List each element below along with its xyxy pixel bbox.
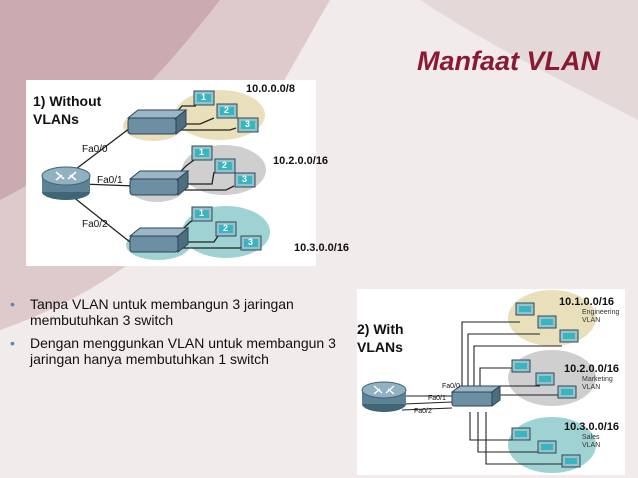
network-label: 10.2.0.0/16 [273, 155, 329, 167]
switch-icon [128, 169, 190, 197]
port-label: Fa0/2 [82, 219, 108, 230]
host-number: 1 [199, 147, 205, 157]
slide-title: Manfaat VLAN [416, 46, 600, 76]
host-number: 2 [223, 223, 229, 233]
host-number: 3 [248, 237, 254, 247]
bullet-list: • Tanpa VLAN untuk membangun 3 jaringan … [4, 296, 344, 374]
host-number: 2 [222, 160, 228, 170]
network-label: 10.0.0.0/8 [246, 83, 295, 95]
switch-icon [450, 385, 502, 407]
switch-icon [128, 226, 190, 254]
router-icon [41, 166, 91, 200]
caption-with-vlans: 2) With VLANs [357, 321, 404, 355]
port-label: Fa0/1 [428, 395, 446, 402]
port-label: Fa0/0 [82, 144, 108, 155]
host-number: 2 [224, 105, 230, 115]
bullet-icon: • [10, 335, 15, 351]
pc-icon [511, 302, 581, 468]
bullet-item: • Dengan menggunkan VLAN untuk membangun… [4, 335, 344, 367]
port-label: Fa0/0 [442, 383, 460, 390]
vlan-label-engineering: Engineering VLAN [582, 309, 620, 324]
network-label: 10.1.0.0/16 [559, 296, 615, 308]
switch-icon [126, 108, 188, 136]
network-label: 10.2.0.0/16 [564, 363, 620, 375]
network-label: 10.3.0.0/16 [564, 421, 620, 433]
bullet-icon: • [10, 296, 15, 312]
vlan-label-marketing: Marketing VLAN [582, 376, 613, 391]
host-number: 3 [242, 174, 248, 184]
host-number: 3 [245, 119, 251, 129]
port-label: Fa0/2 [414, 408, 432, 415]
bullet-text: Dengan menggunkan VLAN untuk membangun 3… [30, 335, 336, 367]
host-number: 1 [199, 208, 205, 218]
caption-without-vlans: 1) Without VLANs [33, 93, 102, 127]
vlan-label-sales: Sales VLAN [582, 434, 601, 449]
network-label: 10.3.0.0/16 [294, 242, 350, 254]
pc-icon [191, 90, 262, 251]
router-icon [361, 381, 407, 412]
host-number: 1 [201, 92, 207, 102]
bullet-item: • Tanpa VLAN untuk membangun 3 jaringan … [4, 296, 344, 328]
port-label: Fa0/1 [97, 175, 123, 186]
bullet-text: Tanpa VLAN untuk membangun 3 jaringan me… [30, 296, 294, 328]
